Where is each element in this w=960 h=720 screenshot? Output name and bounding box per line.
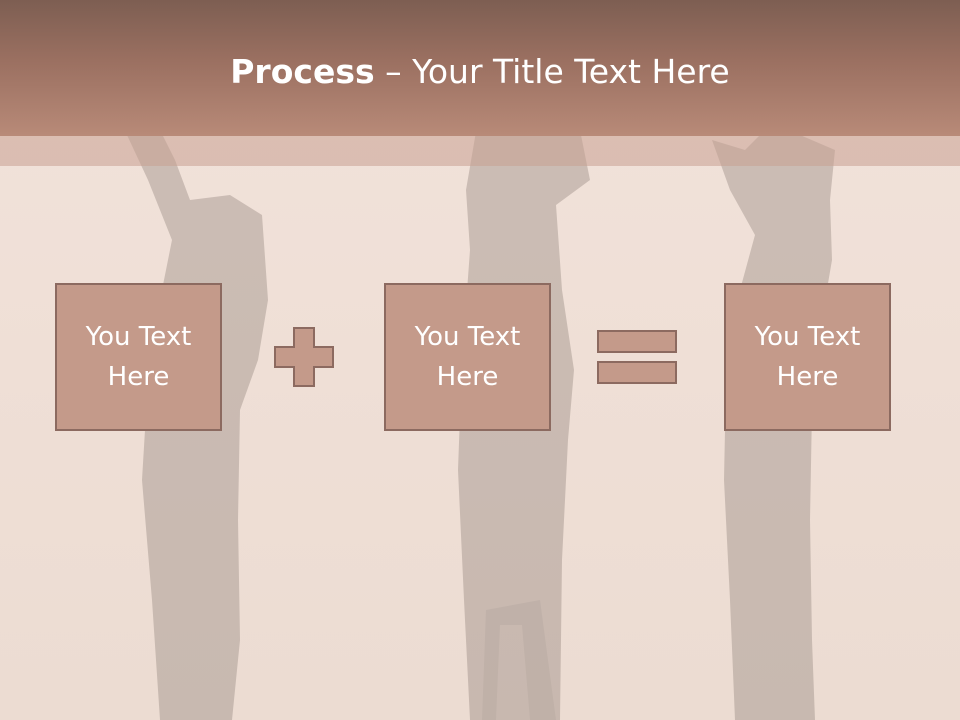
title-band (0, 0, 960, 136)
process-box-1[interactable]: You Text Here (55, 283, 222, 431)
equals-icon (597, 330, 677, 384)
slide-title: Process – Your Title Text Here (0, 52, 960, 91)
slide-title-bold: Process (230, 52, 375, 91)
process-box-2-label: You Text Here (414, 322, 521, 392)
process-box-2[interactable]: You Text Here (384, 283, 551, 431)
process-box-1-label: You Text Here (85, 322, 192, 392)
plus-icon (274, 327, 334, 387)
process-box-3-label: You Text Here (754, 322, 861, 392)
process-box-3[interactable]: You Text Here (724, 283, 891, 431)
slide-title-rest: – Your Title Text Here (374, 52, 730, 91)
title-band-strip (0, 136, 960, 166)
